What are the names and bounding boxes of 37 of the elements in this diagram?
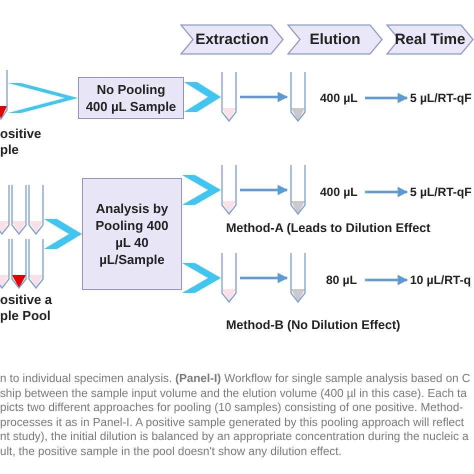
chevron-arrow bbox=[8, 83, 78, 113]
arrow bbox=[365, 92, 408, 104]
chevron-arrow bbox=[182, 263, 221, 293]
test-tube bbox=[290, 165, 306, 215]
test-tube bbox=[221, 72, 237, 122]
volume-label: 10 µL/RT-q bbox=[410, 272, 474, 288]
stage-banner bbox=[180, 24, 284, 55]
arrow bbox=[240, 184, 288, 196]
arrow bbox=[365, 186, 408, 198]
test-tube bbox=[290, 253, 306, 303]
test-tube bbox=[290, 72, 306, 122]
step-label: Extraction bbox=[194, 30, 270, 50]
tube-rack-drawing bbox=[0, 185, 44, 289]
test-tube bbox=[221, 253, 237, 303]
step-label: Elution bbox=[308, 30, 362, 50]
volume-label: 5 µL/RT-qF bbox=[410, 184, 474, 200]
volume-label: 5 µL/RT-qF bbox=[410, 90, 474, 106]
caption: n to individual specimen analysis. (Panel-I) Workflow for single sample analysis based on C ship between the sample input volume and the elution volume (400 µl in this case). Each ta picts two different approaches for pooling (10 samples) consisting of one positive. Method- processes it as in Panel-I. A positive sample generated by this pooling approach will reflect nt study), the initial dilution is balanced by an appropriate concentration during the nucleic a ult, the positive sample in the pool doesn't show any dilution effect. bbox=[0, 372, 472, 459]
arrow bbox=[240, 272, 288, 284]
arrow bbox=[365, 274, 408, 286]
arrow bbox=[240, 92, 288, 102]
stage-banner bbox=[287, 24, 383, 55]
process-box: Analysis by Pooling 400 µL 40 µL/Sample bbox=[82, 178, 182, 290]
step-label: Real Time bbox=[394, 30, 466, 50]
chevron-arrow bbox=[184, 82, 221, 112]
volume-label: 80 µL bbox=[326, 272, 362, 288]
chevron-arrow bbox=[44, 219, 82, 249]
process-box: No Pooling 400 µL Sample bbox=[78, 77, 184, 119]
method-label: Method-A (Leads to Dilution Effect bbox=[226, 220, 432, 236]
volume-label: 400 µL bbox=[320, 90, 362, 106]
tube-caption: ositive ple bbox=[0, 126, 42, 158]
chevron-arrow bbox=[182, 175, 221, 205]
test-tube bbox=[221, 165, 237, 215]
method-label: Method-B (No Dilution Effect) bbox=[226, 317, 402, 333]
stage-banner bbox=[386, 24, 474, 55]
tube-caption: ositive a ple Pool bbox=[0, 292, 54, 324]
volume-label: 400 µL bbox=[320, 184, 362, 200]
